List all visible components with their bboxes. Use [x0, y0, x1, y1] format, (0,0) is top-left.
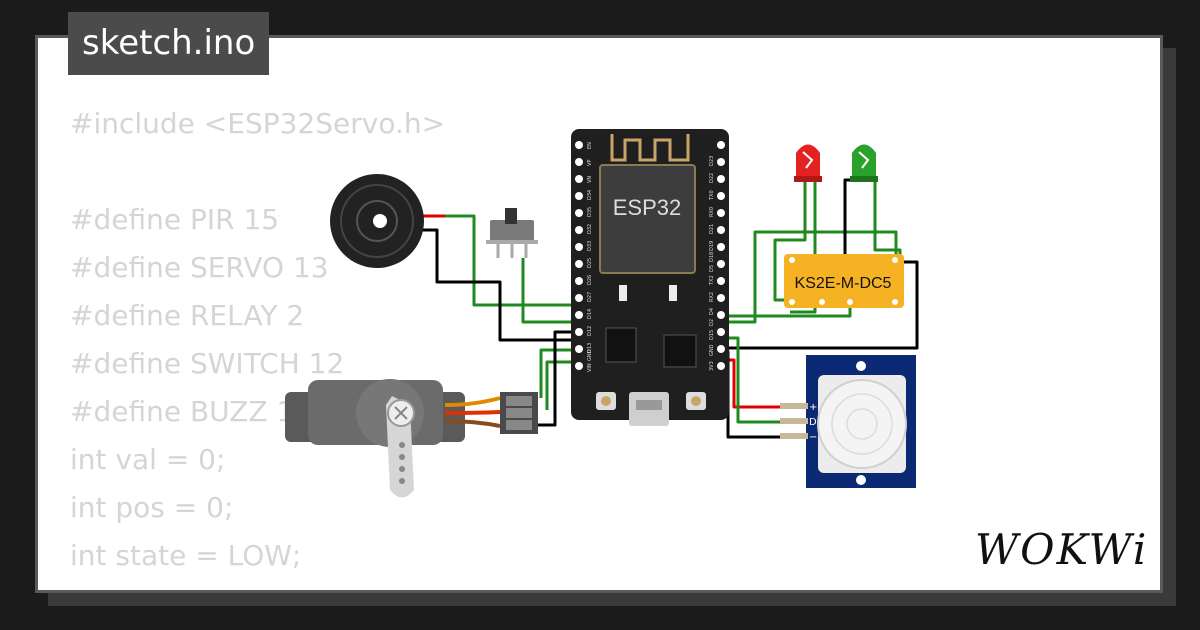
esp32-label: ESP32	[613, 195, 682, 220]
pin-label: D19	[709, 241, 715, 251]
pin-label: EN	[587, 142, 593, 149]
pin-label: D13	[587, 343, 593, 353]
esp32-board[interactable]: ESP32 EN VP VN D34 D35 D32 D33 D25 D26 D…	[571, 129, 729, 426]
pin-label: GND	[587, 349, 593, 361]
pin-label: D26	[587, 275, 593, 285]
pin-label: D25	[587, 258, 593, 268]
pin-label: GND	[709, 344, 715, 356]
code-line: #define PIR 15	[70, 203, 280, 236]
pin-label: D15	[709, 330, 715, 340]
code-line: #define SWITCH 12	[70, 347, 345, 380]
pin-label: D21	[709, 224, 715, 234]
pin-label: D5	[709, 265, 715, 272]
pin-label: 3V3	[709, 361, 715, 371]
code-line: bool motion_detected = false;	[70, 580, 493, 590]
wire-relay-d2	[722, 230, 898, 324]
led-red[interactable]	[794, 144, 822, 183]
file-tab[interactable]: sketch.ino	[68, 12, 270, 75]
wire-led-red-b	[790, 180, 817, 314]
wire-servo-2	[545, 360, 578, 410]
code-line: int state = LOW;	[70, 539, 302, 572]
code-editor: #include <ESP32Servo.h> #define PIR 15 #de…	[70, 100, 493, 590]
pin-label: D23	[709, 156, 715, 166]
wire-led-red	[773, 180, 807, 302]
pir-pin-label: −	[809, 432, 817, 443]
pin-label: VIN	[587, 363, 593, 372]
pin-label: VP	[587, 160, 593, 166]
relay-label: KS2E-M-DC5	[795, 275, 892, 292]
wire-pir-vcc	[722, 358, 780, 409]
pin-label: D18	[709, 252, 715, 262]
pin-label: D12	[587, 326, 593, 336]
wire-pir-gnd	[722, 350, 780, 439]
pin-label: RX2	[709, 292, 715, 302]
wire-pir-data	[722, 336, 780, 424]
pin-label: TX2	[709, 275, 715, 286]
pin-label: RX0	[709, 207, 715, 217]
pir-sensor[interactable]: + D −	[780, 355, 916, 488]
pin-label: D2	[709, 319, 715, 326]
wokwi-logo: WOKWi	[975, 525, 1149, 574]
slide-switch[interactable]	[486, 208, 538, 258]
code-line: #include <ESP32Servo.h>	[70, 107, 446, 140]
pin-label: D14	[587, 309, 593, 319]
code-line: int val = 0;	[70, 443, 226, 476]
pin-label: D34	[587, 190, 593, 200]
led-green[interactable]	[850, 144, 878, 183]
pin-label: VN	[587, 176, 593, 183]
pir-pin-label: D	[809, 417, 817, 428]
pin-label: TX0	[709, 190, 715, 201]
pin-label: D27	[587, 292, 593, 302]
esp32-right-pins	[717, 141, 725, 370]
wire-servo-3	[535, 330, 578, 427]
pin-label: D35	[587, 207, 593, 217]
wire-buzzer-black	[420, 228, 578, 342]
code-line: #define SERVO 13	[70, 251, 329, 284]
pin-label: D4	[709, 308, 715, 315]
wire-buzzer-green	[445, 214, 578, 307]
pin-label: D22	[709, 173, 715, 183]
code-line: int pos = 0;	[70, 491, 234, 524]
servo-motor[interactable]	[285, 379, 538, 498]
buzzer[interactable]	[330, 174, 424, 268]
esp32-left-pins	[575, 141, 583, 370]
relay-module[interactable]: KS2E-M-DC5	[784, 254, 904, 308]
pin-label: D33	[587, 241, 593, 251]
wire-servo-1	[539, 348, 578, 398]
code-line: #define RELAY 2	[70, 299, 305, 332]
pir-pin-label: +	[809, 402, 817, 413]
pin-label: D32	[587, 224, 593, 234]
wire-switch	[521, 258, 578, 324]
